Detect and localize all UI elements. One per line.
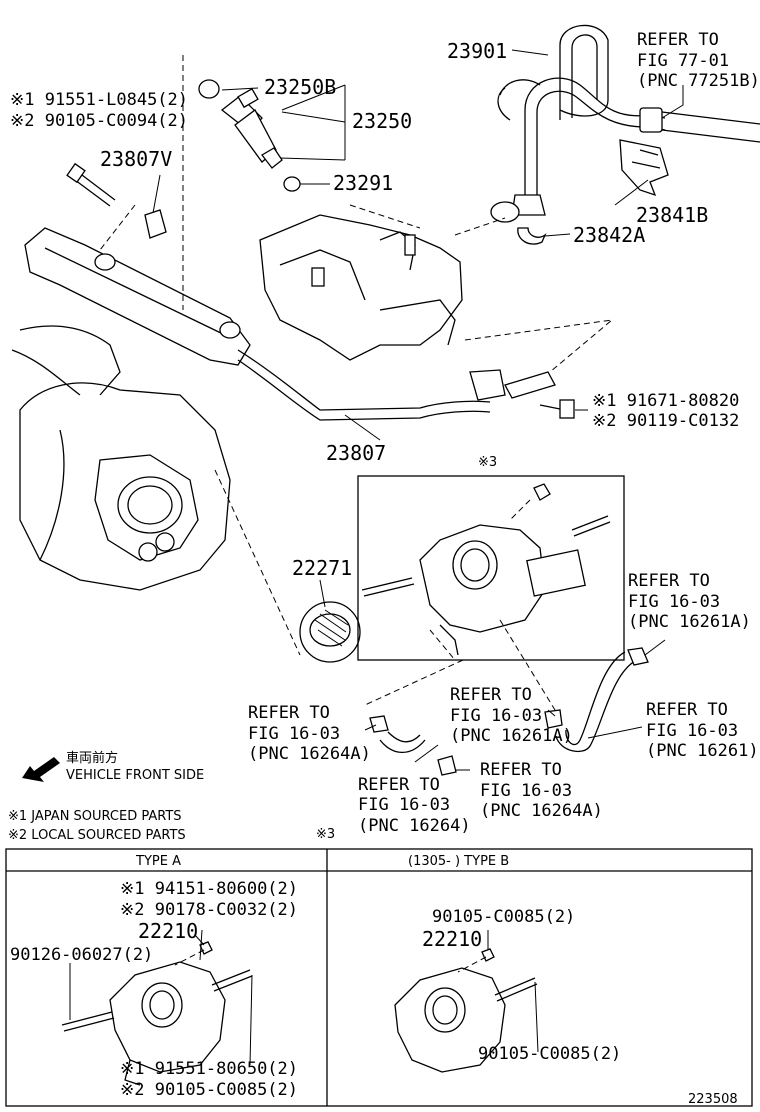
throttle-body-main [361,483,611,656]
clip-23842a [517,227,547,245]
refer-16264a-mid-line1: REFER TO [480,760,562,780]
dashed-leaders [99,55,614,711]
refer-77-01-line1: REFER TO [637,30,719,50]
type-a-m1-94151: ※1 94151-80600(2) [120,879,298,899]
clamp-23841b [619,139,669,197]
type-b-90105-top: 90105-C0085(2) [432,907,575,927]
type-b-22210: 22210 [422,927,482,951]
label-m1-91551-l0845: ※1 91551-L0845(2) [10,90,188,110]
refer-16261a-right-line1: REFER TO [628,571,710,591]
injector-23250 [220,87,283,169]
refer-16261-line2: FIG 16-03 [646,721,738,741]
gasket-22271 [299,601,361,663]
refer-16261a-mid-line3: (PNC 16261A) [450,726,573,746]
vehicle-front-jp: 車両前方 [66,750,118,766]
type-b-90105-bottom: 90105-C0085(2) [478,1044,621,1064]
intake-manifold [11,214,463,396]
legend-mark-3: ※3 [316,827,335,842]
o-ring-23250b [198,79,220,99]
refer-16264-line3: (PNC 16264) [358,816,471,836]
refer-16264a-left-line3: (PNC 16264A) [248,744,371,764]
label-23291: 23291 [333,171,393,195]
refer-16264-line2: FIG 16-03 [358,795,450,815]
fuel-hose-23901 [490,24,760,223]
label-23807: 23807 [326,441,386,465]
legend-note-1: ※1 JAPAN SOURCED PARTS [8,809,182,824]
throttle-body-type-b [394,930,539,1073]
bolt-91671 [539,399,575,419]
type-a-m1-91551: ※1 91551-80650(2) [120,1059,298,1079]
label-23250b: 23250B [264,75,336,99]
type-table [5,848,753,1107]
refer-16264a-left-line2: FIG 16-03 [248,724,340,744]
leader-lines [152,49,684,771]
label-23901: 23901 [447,39,507,63]
label-m2-90105-c0094: ※2 90105-C0094(2) [10,111,188,131]
refer-16261a-mid-line2: FIG 16-03 [450,706,542,726]
table-header-type-a: TYPE A [135,854,181,869]
throttle-body-type-a [61,929,253,1086]
hoses-bottom [369,647,649,776]
label-23807v: 23807V [100,147,172,171]
diagram-id: 223508 [688,1092,738,1107]
label-23842a: 23842A [573,223,645,247]
refer-16261a-mid-line1: REFER TO [450,685,532,705]
insulator-23291 [283,176,301,192]
mark-3-top: ※3 [478,455,497,470]
vehicle-front-en: VEHICLE FRONT SIDE [66,768,204,783]
throttle-assembly-frame [357,475,625,661]
refer-16264-line1: REFER TO [358,775,440,795]
vehicle-front-arrow-icon [22,757,60,782]
type-a-m2-90105: ※2 90105-C0085(2) [120,1080,298,1100]
throttle-surround [19,382,231,591]
collar-23807v [144,209,167,239]
refer-77-01-line3: (PNC 77251B) [637,71,760,91]
table-header-type-b: (1305- ) TYPE B [408,854,509,869]
refer-16261-line3: (PNC 16261) [646,741,759,761]
label-23250: 23250 [352,109,412,133]
type-a-90126: 90126-06027(2) [10,945,153,965]
fuel-rail [24,227,556,421]
refer-16264a-left-line1: REFER TO [248,703,330,723]
refer-16264a-mid-line3: (PNC 16264A) [480,801,603,821]
refer-16261a-right-line2: FIG 16-03 [628,592,720,612]
refer-77-01-line2: FIG 77-01 [637,51,729,71]
type-a-22210: 22210 [138,919,198,943]
label-m2-90119-c0132: ※2 90119-C0132 [592,411,739,431]
refer-16261a-right-line3: (PNC 16261A) [628,612,751,632]
label-23841b: 23841B [636,203,708,227]
bolt-left [66,162,116,207]
label-m1-91671-80820: ※1 91671-80820 [592,391,739,411]
refer-16261-line1: REFER TO [646,700,728,720]
label-22271: 22271 [292,556,352,580]
legend-note-2: ※2 LOCAL SOURCED PARTS [8,828,186,843]
type-a-m2-90178: ※2 90178-C0032(2) [120,900,298,920]
refer-16264a-mid-line2: FIG 16-03 [480,781,572,801]
